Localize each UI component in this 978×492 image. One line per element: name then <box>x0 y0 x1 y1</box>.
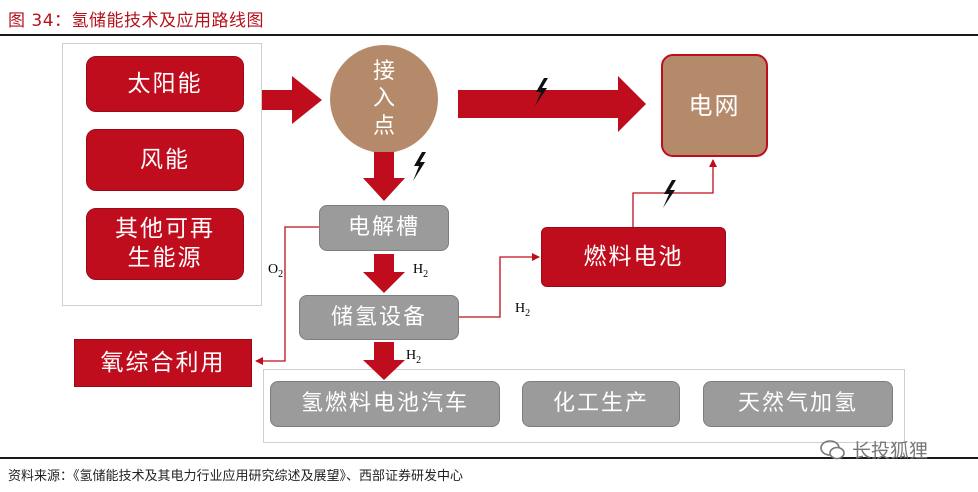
h2-label-applications: H2 <box>406 348 422 366</box>
watermark-text: 长投狐狸 <box>852 440 929 462</box>
title-divider <box>0 34 978 36</box>
hydrogen-fcv-box: 氢燃料电池汽车 <box>270 381 500 427</box>
natural-gas-hydrogenation-box: 天然气加氢 <box>703 381 893 427</box>
arrow-access-to-electrolyzer <box>363 152 405 201</box>
access-point-node: 接 入 点 <box>330 45 438 153</box>
watermark: 长投狐狸 <box>820 436 928 463</box>
other-renewable-line2: 生能源 <box>127 245 203 271</box>
oxygen-utilization-box: 氧综合利用 <box>74 339 252 387</box>
arrow-sources-to-access <box>262 76 322 124</box>
source-footnote: 资料来源：《氢储能技术及其电力行业应用研究综述及展望》、西部证券研发中心 <box>8 469 464 484</box>
wechat-icon <box>820 439 845 459</box>
arrow-storage-to-applications <box>363 342 405 380</box>
h2-label-fuel-cell: H2 <box>515 301 531 319</box>
hydrogen-storage-box: 储氢设备 <box>299 295 459 340</box>
other-renewable-line1: 其他可再 <box>115 216 215 243</box>
o2-line <box>255 226 319 365</box>
h2-label-electrolyzer: H2 <box>413 262 429 280</box>
h2-to-fuel-cell-line <box>459 253 540 318</box>
chemical-production-box: 化工生产 <box>522 381 680 427</box>
arrow-electrolyzer-to-storage <box>363 254 405 293</box>
grid-box: 电网 <box>661 54 768 157</box>
access-point-char3: 点 <box>372 113 395 139</box>
o2-label: O2 <box>268 262 284 280</box>
electrolyzer-box: 电解槽 <box>319 205 449 251</box>
lightning-icon <box>535 78 548 106</box>
lightning-icon <box>413 152 426 181</box>
access-point-char1: 接 <box>372 58 395 84</box>
figure-title: 图 34：氢储能技术及应用路线图 <box>8 11 265 31</box>
wind-box: 风能 <box>86 129 244 191</box>
footer-divider <box>0 457 978 459</box>
access-point-char2: 入 <box>372 86 395 112</box>
other-renewable-box: 其他可再 生能源 <box>86 208 244 280</box>
arrow-access-to-grid <box>458 76 646 132</box>
lightning-icon <box>663 180 676 208</box>
fuel-cell-to-grid-line <box>632 159 717 227</box>
fuel-cell-box: 燃料电池 <box>541 227 726 287</box>
solar-box: 太阳能 <box>86 56 244 112</box>
